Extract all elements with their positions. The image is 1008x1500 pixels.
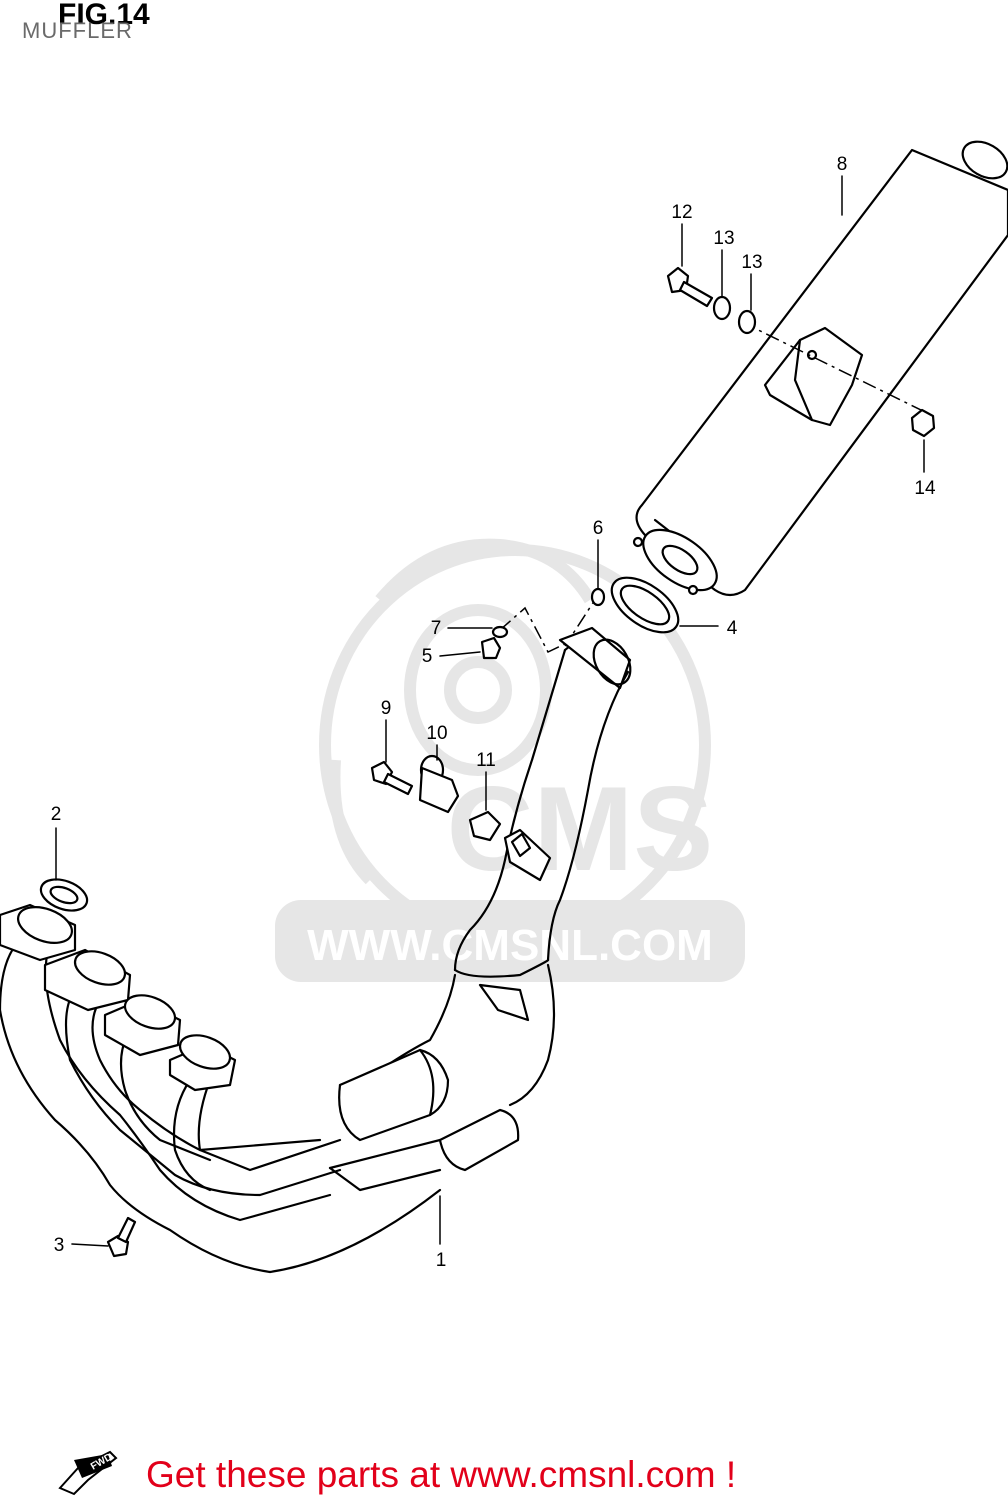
callout-4: 4	[727, 618, 738, 639]
part-6-washer	[590, 587, 606, 607]
leader-5	[439, 651, 481, 657]
callout-6: 6	[593, 518, 604, 539]
part-4-gasket	[610, 576, 680, 634]
part-1-exhaust-pipe	[0, 626, 632, 1274]
callout-5: 5	[422, 646, 433, 667]
callout-labels: 8 12 13 13 14 6 4 7 5 9 10 11 2 3 1	[51, 154, 936, 1271]
figure-number: FIG.14	[58, 0, 150, 31]
part-3-bolt	[106, 1216, 137, 1258]
figure-title: MUFFLER	[22, 18, 133, 43]
part-9-bolt	[370, 760, 414, 796]
callout-8: 8	[837, 154, 848, 175]
part-14-nut	[910, 408, 936, 438]
callout-1: 1	[436, 1250, 447, 1271]
part-10-rubber-mount	[418, 754, 460, 814]
leader-lines	[55, 175, 925, 1247]
callout-7: 7	[431, 618, 442, 639]
cta-link[interactable]: Get these parts at www.cmsnl.com !	[146, 1454, 737, 1495]
callout-10: 10	[426, 723, 447, 744]
part-12-bolt	[666, 266, 714, 308]
callout-9: 9	[381, 698, 392, 719]
callout-13-first: 13	[713, 228, 734, 249]
part-11-collar	[468, 810, 502, 842]
callout-2: 2	[51, 804, 62, 825]
part-13-washer	[712, 295, 732, 321]
part-2-gasket	[39, 878, 89, 912]
assembly-line-clamp	[499, 606, 574, 653]
part-13-washer	[737, 309, 757, 335]
part-5-nut	[480, 636, 502, 660]
leader-3	[71, 1243, 109, 1247]
callout-11: 11	[476, 750, 496, 771]
watermark-url: WWW.CMSNL.COM	[307, 921, 713, 970]
callout-14: 14	[914, 478, 936, 499]
callout-3: 3	[54, 1235, 65, 1256]
fwd-arrow-icon: FWD	[58, 1450, 118, 1496]
callout-12: 12	[671, 202, 692, 223]
assembly-line-muffler-mount	[741, 321, 926, 413]
part-7-washer	[491, 625, 509, 639]
callout-13-second: 13	[741, 252, 762, 273]
part-8-muffler	[632, 140, 1008, 597]
